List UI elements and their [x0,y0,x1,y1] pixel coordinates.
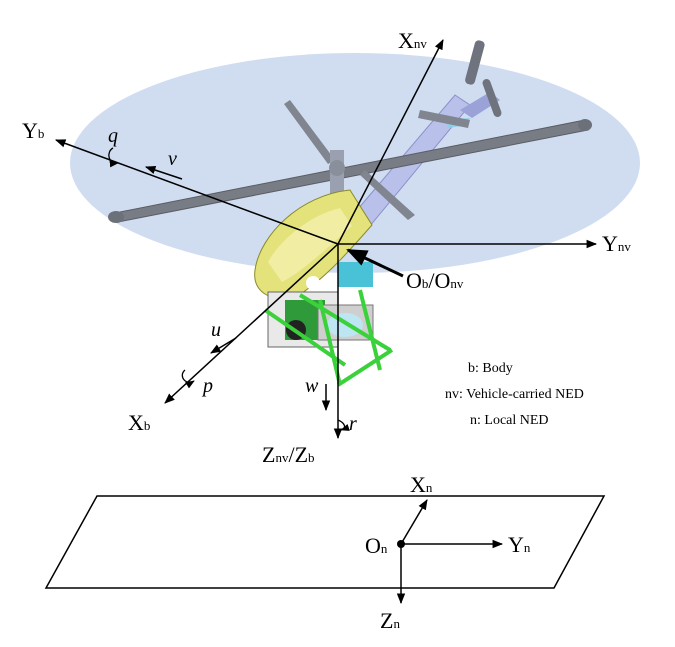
legend-body: b: Body [468,361,513,376]
y-b-axis [55,139,339,245]
x-b-label: Xb [128,410,150,435]
origin-b-nv-label: Ob/Onv [406,268,464,293]
p-label: p [201,375,213,397]
v-arrow [145,166,183,180]
helicopter-illustration [108,40,592,387]
u-arrow [210,337,237,354]
q-label: q [108,125,118,147]
ground-plane [44,495,606,589]
y-b-label: Yb [22,118,44,143]
x-nv-axis [337,39,444,245]
x-n-label: Xn [410,472,433,497]
y-n-label: Yn [508,532,531,557]
q-rotation-arc [108,147,119,168]
x-nv-label: Xnv [398,28,427,53]
x-b-axis [164,243,339,404]
z-n-label: Zn [380,608,400,633]
legend-local-ned: n: Local NED [470,413,549,428]
w-label: w [305,375,319,397]
y-nv-label: Ynv [602,231,631,256]
origin-n-label: On [365,533,388,558]
v-label: v [168,148,177,170]
r-rotation-arc [337,419,350,431]
r-label: r [349,413,357,435]
legend-vehicle-ned: nv: Vehicle-carried NED [445,387,584,402]
x-n-axis [400,499,428,545]
origin-n-point [397,540,405,548]
z-nv-b-label: Znv/Zb [262,442,315,467]
p-rotation-arc [181,369,195,389]
origin-pointer-arrow [346,248,404,278]
u-label: u [211,319,221,341]
